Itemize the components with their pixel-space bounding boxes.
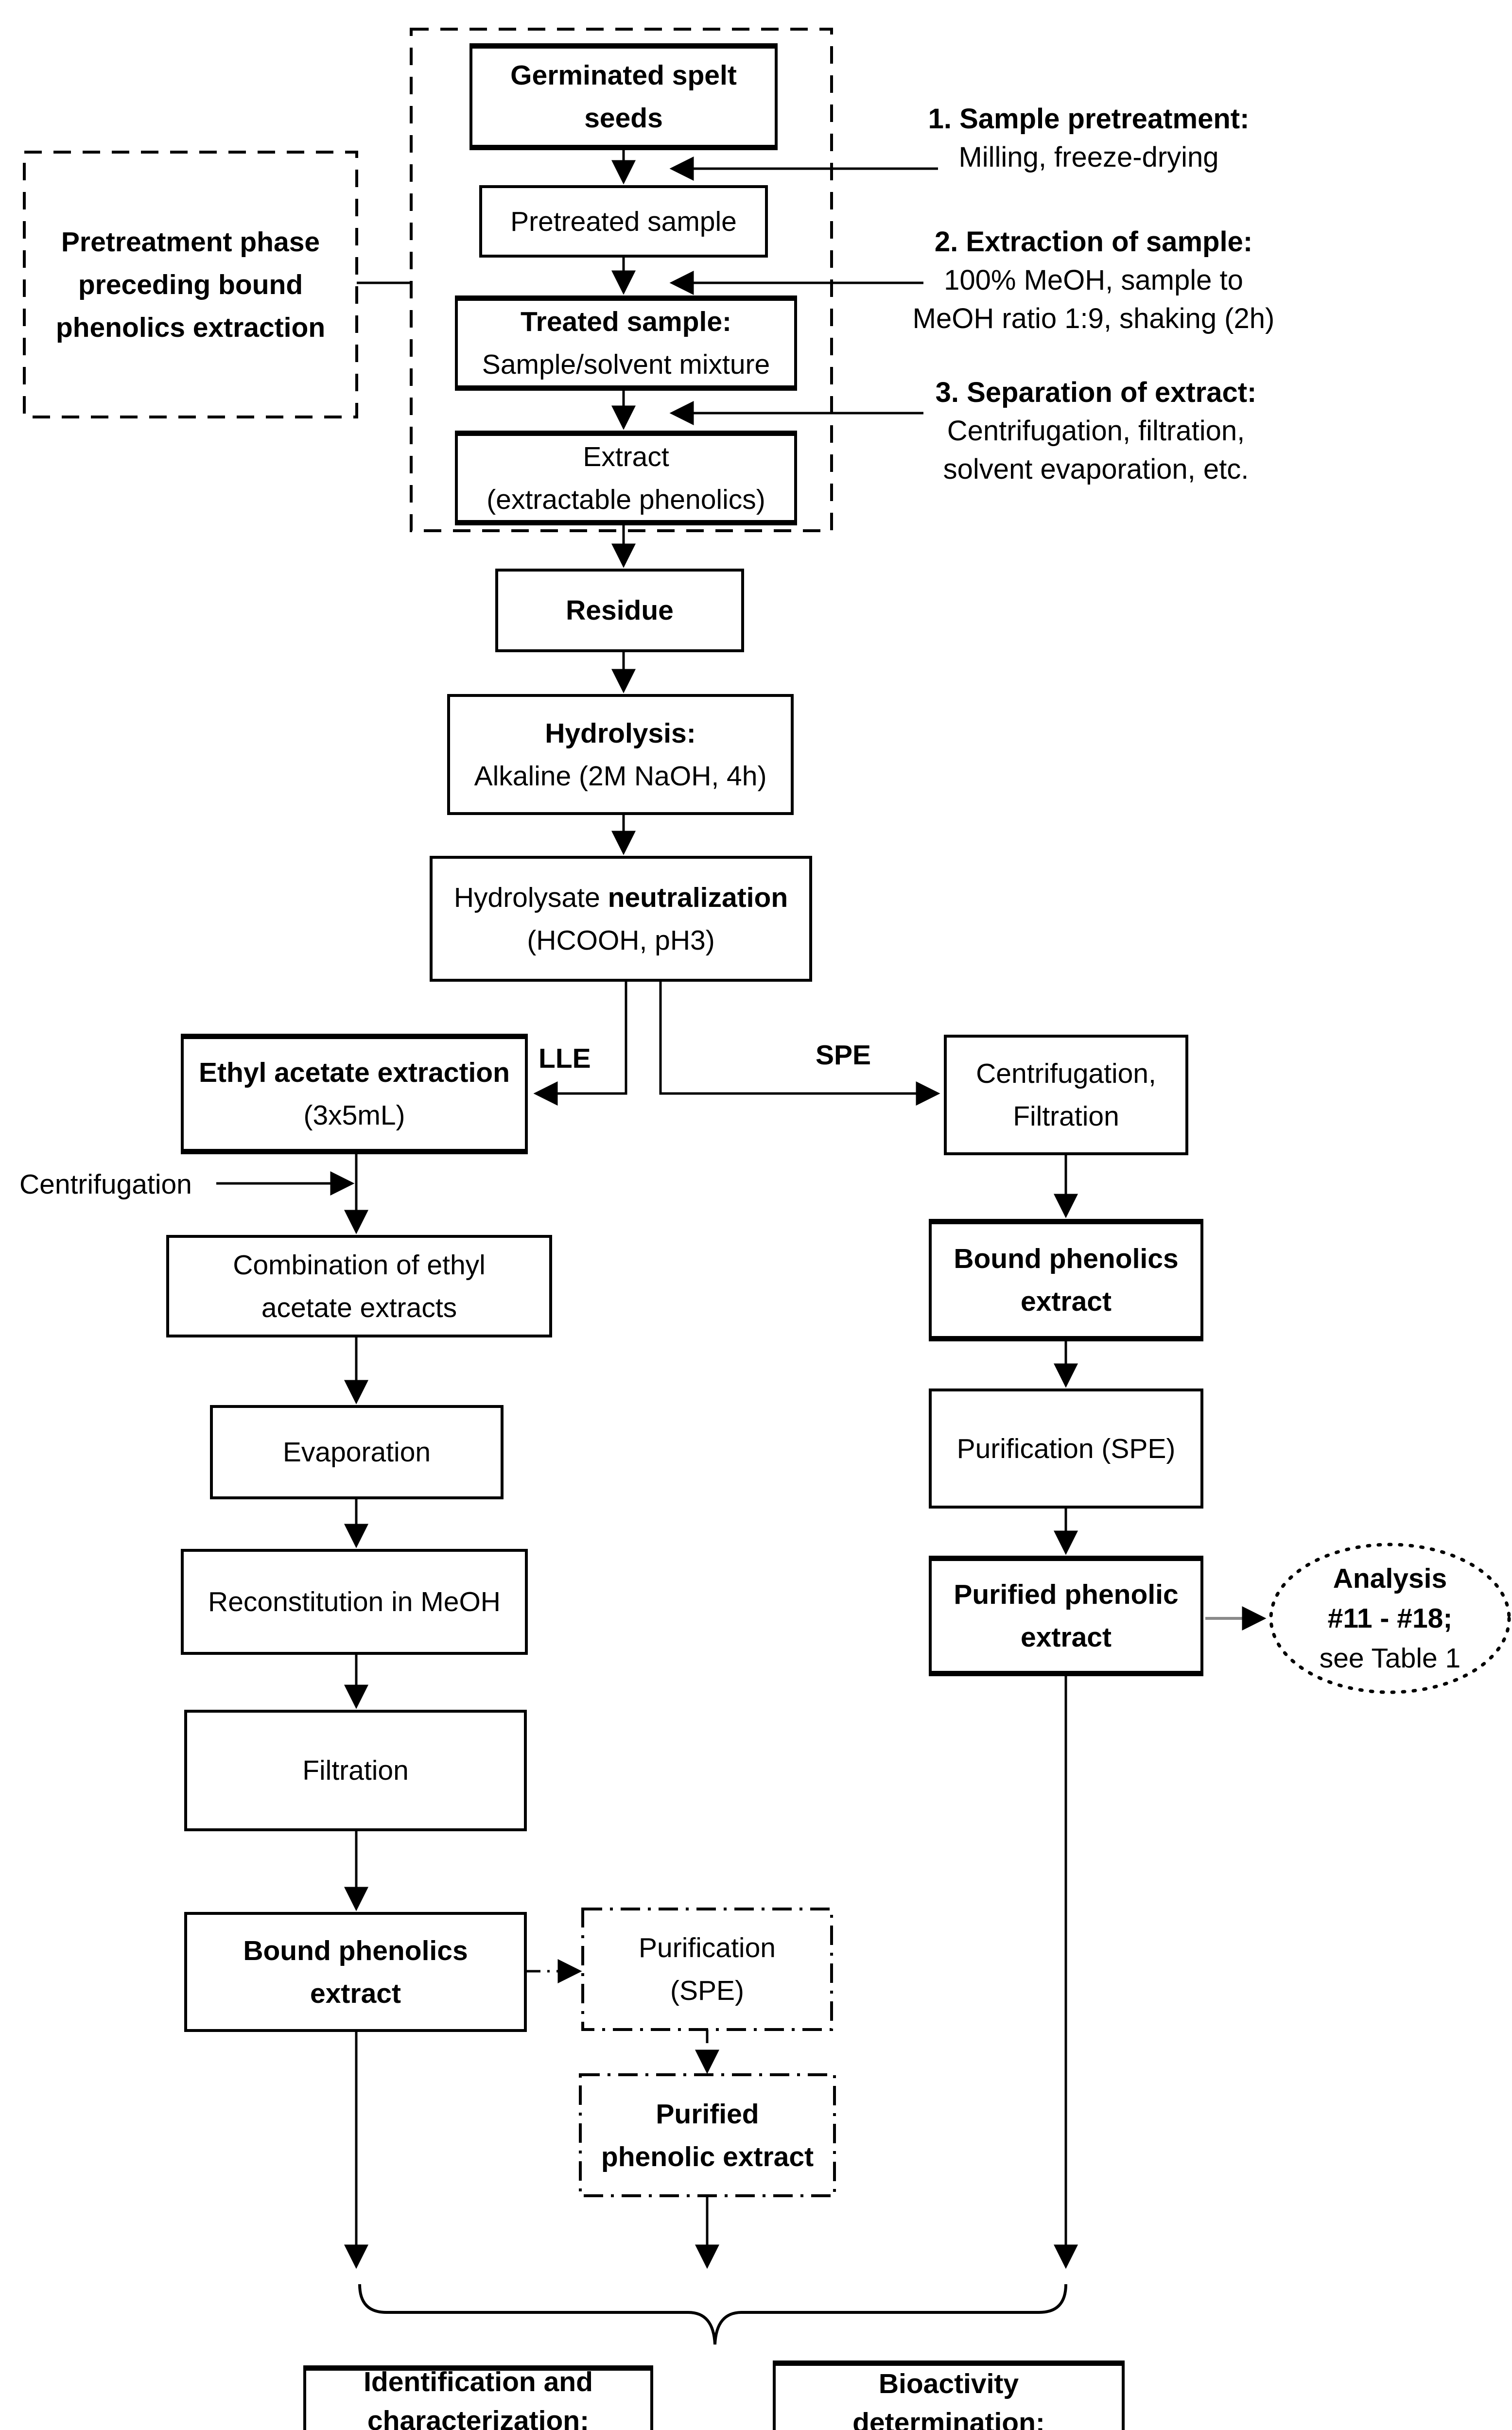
node-line: Filtration xyxy=(1013,1101,1119,1132)
sidebar-pretreatment-phase: Pretreatment phase preceding bound pheno… xyxy=(30,160,351,409)
node-filtration-left: Filtration xyxy=(184,1710,527,1831)
node-line: extract xyxy=(310,1978,401,2009)
annotation-body: 100% MeOH, sample to xyxy=(944,264,1243,296)
node-line: phenolic extract xyxy=(601,2141,814,2172)
node-line-part: Hydrolysate xyxy=(453,882,608,913)
annotation-title: 3. Separation of extract: xyxy=(935,377,1257,408)
node-line: Germinated spelt xyxy=(510,60,737,91)
node-line: determination: xyxy=(852,2407,1045,2430)
pretreatment-region-dashed-box xyxy=(410,28,833,532)
node-line: Purified phenolic xyxy=(954,1579,1179,1610)
node-line: (extractable phenolics) xyxy=(487,484,765,515)
node-evaporation: Evaporation xyxy=(210,1405,504,1499)
node-bioactivity-determination: Bioactivity determination: Antioxidant a… xyxy=(773,2361,1125,2430)
node-line: (SPE) xyxy=(670,1975,745,2006)
node-line: see Table 1 xyxy=(1319,1643,1461,1674)
node-hydrolysate-neutralization: Hydrolysate neutralization (HCOOH, pH3) xyxy=(430,856,812,982)
edge-label-spe: SPE xyxy=(816,1040,871,1071)
annotation-body: Milling, freeze-drying xyxy=(958,141,1219,173)
node-line: Alkaline (2M NaOH, 4h) xyxy=(474,760,767,792)
node-bound-phenolics-right: Bound phenolics extract xyxy=(929,1219,1203,1341)
node-hydrolysis: Hydrolysis: Alkaline (2M NaOH, 4h) xyxy=(447,694,794,815)
arrow-lle-branch xyxy=(533,982,627,1106)
annotation-sample-pretreatment: 1. Sample pretreatment: Milling, freeze-… xyxy=(919,100,1259,176)
annotation-extraction-of-sample: 2. Extraction of sample: 100% MeOH, samp… xyxy=(889,223,1298,338)
node-line: seeds xyxy=(584,103,663,134)
sidebar-line: phenolics extraction xyxy=(55,312,326,343)
node-line: Purification (SPE) xyxy=(956,1433,1176,1464)
centrifugation-side-label-text: Centrifugation xyxy=(19,1169,192,1200)
node-identification-lcms: Identification and characterization: LC-… xyxy=(303,2365,653,2430)
node-purification-spe-mid: Purification (SPE) xyxy=(583,1909,832,2030)
node-line: Filtration xyxy=(302,1755,409,1786)
node-line: acetate extracts xyxy=(261,1292,457,1323)
node-line-part: neutralization xyxy=(608,882,788,913)
sidebar-dashed-box xyxy=(23,151,358,418)
node-germinated-spelt-seeds: Germinated spelt seeds xyxy=(469,43,778,150)
node-line: Extract xyxy=(583,441,669,472)
node-line: Ethyl acetate extraction xyxy=(199,1057,510,1088)
node-reconstitution-meoh: Reconstitution in MeOH xyxy=(181,1549,528,1655)
annotation-body: MeOH ratio 1:9, shaking (2h) xyxy=(912,303,1275,334)
centrifugation-side-label: Centrifugation xyxy=(19,1165,214,1204)
node-line: Purification xyxy=(639,1932,776,1963)
node-centrifugation-filtration-right: Centrifugation, Filtration xyxy=(944,1035,1188,1155)
node-line: (3x5mL) xyxy=(303,1100,405,1131)
node-treated-sample: Treated sample: Sample/solvent mixture xyxy=(455,295,797,391)
converge-brace xyxy=(358,2284,1067,2345)
node-line: Residue xyxy=(566,595,674,626)
analysis-ellipse xyxy=(1269,1543,1511,1694)
node-line: Sample/solvent mixture xyxy=(482,349,770,380)
node-line: Hydrolysate neutralization xyxy=(454,876,788,919)
annotation-separation-of-extract: 3. Separation of extract: Centrifugation… xyxy=(899,373,1293,488)
node-line: Hydrolysis: xyxy=(545,717,696,749)
edge-label-lle: LLE xyxy=(539,1043,591,1074)
node-line: Centrifugation, xyxy=(976,1058,1156,1089)
node-residue: Residue xyxy=(495,569,744,652)
node-line: Combination of ethyl xyxy=(233,1249,486,1281)
node-line: Analysis xyxy=(1333,1563,1447,1594)
sidebar-line: Pretreatment phase xyxy=(61,226,320,258)
node-line: extract xyxy=(1021,1286,1112,1317)
node-analysis-ellipse-text: Analysis #11 - #18; see Table 1 xyxy=(1281,1551,1499,1685)
node-line: Reconstitution in MeOH xyxy=(208,1586,501,1617)
node-ethyl-acetate-extraction: Ethyl acetate extraction (3x5mL) xyxy=(181,1034,528,1154)
node-purification-spe-right: Purification (SPE) xyxy=(929,1389,1203,1509)
node-bound-phenolics-left: Bound phenolics extract xyxy=(184,1912,527,2032)
node-line: characterization: xyxy=(367,2405,590,2430)
sidebar-line: preceding bound xyxy=(78,269,303,300)
node-extract: Extract (extractable phenolics) xyxy=(455,431,797,525)
node-line: Identification and xyxy=(364,2366,593,2397)
node-line: Evaporation xyxy=(282,1437,431,1468)
annotation-body: Centrifugation, filtration, xyxy=(947,415,1245,447)
node-line: Purified xyxy=(656,2098,759,2130)
annotation-title: 1. Sample pretreatment: xyxy=(928,103,1250,135)
node-line: Bioactivity xyxy=(878,2368,1019,2399)
node-line: Treated sample: xyxy=(520,306,731,337)
annotation-title: 2. Extraction of sample: xyxy=(934,226,1253,258)
node-pretreated-sample: Pretreated sample xyxy=(479,185,768,258)
node-line: Bound phenolics xyxy=(954,1243,1179,1274)
node-line: extract xyxy=(1021,1622,1112,1653)
arrow-spe-branch xyxy=(659,982,940,1106)
node-line: Pretreated sample xyxy=(510,206,737,237)
node-purified-phenolic-right: Purified phenolic extract xyxy=(929,1556,1203,1676)
annotation-body: solvent evaporation, etc. xyxy=(943,453,1249,485)
node-purified-phenolic-mid: Purified phenolic extract xyxy=(580,2075,834,2196)
node-line: Bound phenolics xyxy=(243,1935,468,1966)
node-line: (HCOOH, pH3) xyxy=(527,924,715,956)
node-line: #11 - #18; xyxy=(1327,1603,1453,1634)
node-combination-ethyl-acetate: Combination of ethyl acetate extracts xyxy=(166,1235,552,1337)
